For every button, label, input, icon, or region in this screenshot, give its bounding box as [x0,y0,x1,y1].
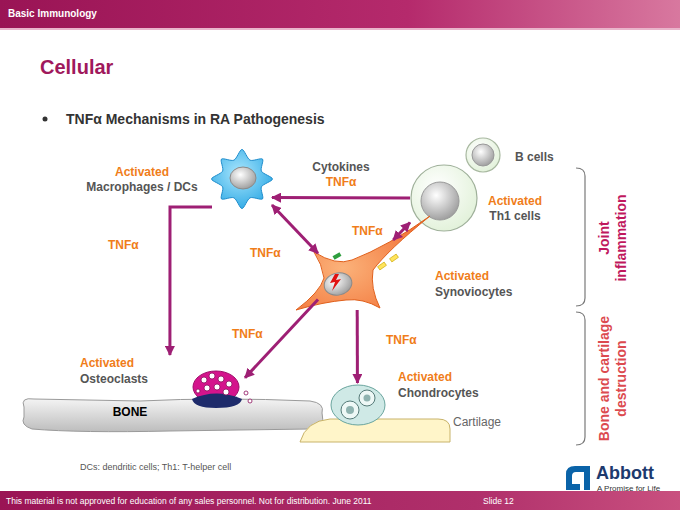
cell-name: Th1 cells [482,209,548,224]
logo-text: Abbott [596,463,654,484]
header-text: Basic Immunology [8,8,97,19]
bracket [576,312,585,445]
cell-outline [330,383,386,427]
cell-node: ActivatedChondrocytes [330,383,386,427]
cell-outline [212,148,272,210]
edge-label: Cytokines TNFα [306,160,376,190]
cell-state: Activated [482,194,548,209]
bracket [576,168,585,306]
edge-label: TNFα [386,333,417,348]
cell-state: Activated [398,370,452,385]
bracket-label: Bone and cartilage destruction [596,311,630,446]
bullet-text: TNFα Mechanisms in RA Pathogenesis [66,111,325,127]
footnote: DCs: dendritic cells; Th1: T-helper cell [80,462,231,472]
signal-arrow [356,310,359,383]
signal-arrow [170,207,212,355]
cell-name: Macrophages / DCs [77,180,207,195]
cell-node: ActivatedSynoviocytes [318,240,398,310]
edge-label: TNFα [232,327,263,342]
cell-node: ActivatedMacrophages / DCs [212,148,272,210]
cell-outline [410,164,478,232]
cell-name: Synoviocytes [435,285,512,300]
logo-mark [566,466,590,490]
bracket-label: Joint inflammation [596,188,630,288]
edge-label: TNFα [108,238,139,253]
cell-name: Cartilage [453,415,501,430]
cell-outline [460,137,506,173]
bullet-dot [43,117,48,122]
cell-outline [318,240,398,310]
slide-title: Cellular [40,56,113,79]
footer-text: This material is not approved for educat… [6,496,372,506]
cell-name: Chondrocytes [398,386,479,401]
cell-name: Osteoclasts [80,372,148,387]
logo-tagline: A Promise for Life [597,484,660,493]
cell-node: B cells [460,137,506,173]
tissue-shape: BONE [20,395,325,433]
cell-name: BONE [100,405,160,420]
cell-node: ActivatedOsteoclasts [80,355,245,412]
edge-label: TNFα [352,224,383,239]
footer-bar [0,491,680,510]
cell-state: Activated [435,269,489,284]
cell-name: B cells [515,150,554,165]
signal-arrow [272,196,410,199]
cell-node: ActivatedTh1 cells [410,164,478,232]
cell-state: Activated [77,165,207,180]
cell-outline [20,395,325,433]
header-rule [0,28,680,30]
slide-number: Slide 12 [483,496,514,506]
cell-state: Activated [80,356,134,371]
header-bar [0,0,680,28]
edge-label: TNFα [250,246,281,261]
